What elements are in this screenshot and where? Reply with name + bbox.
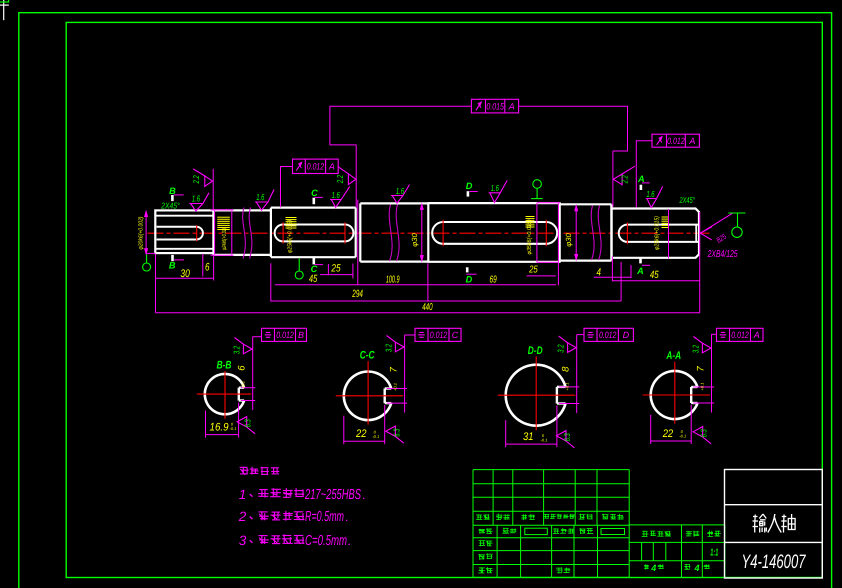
- svg-text:0.012: 0.012: [667, 136, 685, 146]
- svg-text:0: 0: [231, 422, 234, 427]
- svg-text:1.6: 1.6: [192, 194, 200, 204]
- svg-text:6: 6: [205, 261, 210, 273]
- svg-text:-0.1: -0.1: [372, 434, 379, 439]
- svg-text:0.012: 0.012: [307, 162, 325, 172]
- svg-text:16.9: 16.9: [210, 421, 229, 433]
- svg-text:1:1: 1:1: [710, 548, 718, 559]
- svg-text:B: B: [169, 260, 176, 270]
- svg-text:φ30: φ30: [410, 232, 419, 246]
- svg-text:6: 6: [237, 365, 248, 371]
- svg-text:6.3: 6.3: [699, 429, 709, 437]
- svg-text:Y4-146007: Y4-146007: [742, 551, 807, 573]
- svg-text:0: 0: [681, 429, 684, 434]
- svg-text:2: 2: [238, 509, 247, 524]
- svg-text:1.6: 1.6: [256, 192, 264, 202]
- svg-text:2.2: 2.2: [191, 175, 201, 184]
- svg-text:0.012: 0.012: [599, 330, 617, 340]
- svg-text:A: A: [688, 136, 695, 146]
- svg-text:D: D: [623, 330, 630, 340]
- svg-text:4: 4: [650, 563, 656, 573]
- svg-text:25: 25: [331, 263, 341, 275]
- svg-text:0.012: 0.012: [731, 330, 749, 340]
- svg-text:0.012: 0.012: [276, 330, 294, 340]
- svg-text:3: 3: [239, 533, 247, 548]
- svg-text:A: A: [637, 174, 645, 184]
- svg-text:-0.1: -0.1: [541, 438, 548, 443]
- svg-text:294: 294: [352, 288, 363, 300]
- svg-text:-0.1: -0.1: [679, 434, 686, 439]
- svg-text:22: 22: [355, 428, 366, 440]
- svg-text:2X45°: 2X45°: [160, 200, 180, 210]
- svg-text:B-B: B-B: [217, 360, 232, 372]
- svg-text:69: 69: [490, 275, 497, 286]
- svg-text:C=0.5mm: C=0.5mm: [305, 533, 347, 549]
- svg-text:φ20k6(+0.002): φ20k6(+0.002): [138, 217, 145, 250]
- svg-text:C: C: [452, 330, 459, 340]
- svg-text:B: B: [298, 330, 304, 340]
- svg-text:+0.1: +0.1: [565, 383, 570, 391]
- svg-text:+0.1: +0.1: [241, 381, 246, 389]
- svg-text:31: 31: [523, 431, 534, 443]
- svg-text:2.2: 2.2: [619, 175, 629, 184]
- svg-text:217~255HBS: 217~255HBS: [304, 487, 361, 503]
- svg-text:4: 4: [596, 266, 601, 278]
- svg-text:100.9: 100.9: [386, 274, 400, 285]
- svg-text:2.2: 2.2: [335, 175, 345, 184]
- svg-text:A-A: A-A: [666, 350, 682, 362]
- svg-text:6.3: 6.3: [562, 433, 572, 441]
- svg-text:+0.1: +0.1: [393, 383, 398, 391]
- svg-text:3.2: 3.2: [232, 346, 242, 354]
- svg-text:+0.1: +0.1: [700, 383, 705, 391]
- svg-text:A: A: [636, 266, 644, 276]
- svg-text:440: 440: [422, 302, 433, 313]
- svg-text:3.2: 3.2: [384, 344, 394, 352]
- svg-text:C: C: [311, 264, 318, 274]
- svg-text:7: 7: [389, 366, 400, 372]
- svg-text:1.6: 1.6: [646, 189, 654, 199]
- svg-text:φ25k6(+0.015): φ25k6(+0.015): [654, 216, 661, 250]
- svg-text:4: 4: [693, 563, 699, 573]
- svg-text:D: D: [466, 181, 473, 191]
- svg-text:.: .: [348, 534, 351, 548]
- svg-text:25: 25: [528, 264, 538, 275]
- svg-text:1: 1: [239, 487, 247, 502]
- svg-text:D: D: [466, 274, 473, 284]
- svg-text:φ30: φ30: [564, 232, 573, 246]
- svg-text:1.6: 1.6: [332, 190, 340, 200]
- svg-text:φ25k6(+0.015): φ25k6(+0.015): [287, 220, 294, 253]
- svg-text:B: B: [169, 186, 176, 196]
- svg-text:-0.1: -0.1: [230, 426, 237, 431]
- svg-text:0.015: 0.015: [486, 101, 504, 111]
- svg-text:30: 30: [180, 268, 190, 280]
- svg-text:C-C: C-C: [360, 350, 376, 362]
- svg-text:D-D: D-D: [528, 345, 543, 357]
- svg-text:1.6: 1.6: [491, 183, 499, 193]
- svg-text:6.3: 6.3: [243, 419, 253, 427]
- svg-text:0.012: 0.012: [430, 330, 448, 340]
- svg-text:C: C: [311, 188, 318, 198]
- svg-text:.: .: [363, 488, 366, 502]
- svg-text:φ35k6(+0.015): φ35k6(+0.015): [526, 220, 533, 255]
- svg-text:.: .: [346, 510, 349, 524]
- svg-text:A: A: [753, 330, 760, 340]
- svg-text:2X45°: 2X45°: [679, 195, 696, 205]
- svg-text:8: 8: [561, 366, 572, 372]
- svg-text:A: A: [328, 162, 335, 172]
- svg-text:A: A: [508, 101, 515, 111]
- svg-text:45: 45: [650, 269, 659, 281]
- svg-text:3.2: 3.2: [556, 344, 566, 352]
- svg-text:7: 7: [696, 366, 707, 372]
- svg-text:0: 0: [542, 433, 545, 438]
- svg-text:0: 0: [374, 430, 377, 435]
- svg-text:3.2: 3.2: [691, 345, 701, 353]
- svg-text:6.3: 6.3: [391, 428, 401, 436]
- svg-text:22: 22: [662, 428, 673, 440]
- svg-text:45: 45: [309, 273, 317, 285]
- svg-text:R=0.5mm: R=0.5mm: [305, 509, 344, 525]
- svg-text:1.6: 1.6: [396, 186, 404, 196]
- svg-text:φ24k6(+0.01): φ24k6(+0.01): [221, 228, 228, 250]
- svg-text:2XB4/125: 2XB4/125: [707, 249, 738, 260]
